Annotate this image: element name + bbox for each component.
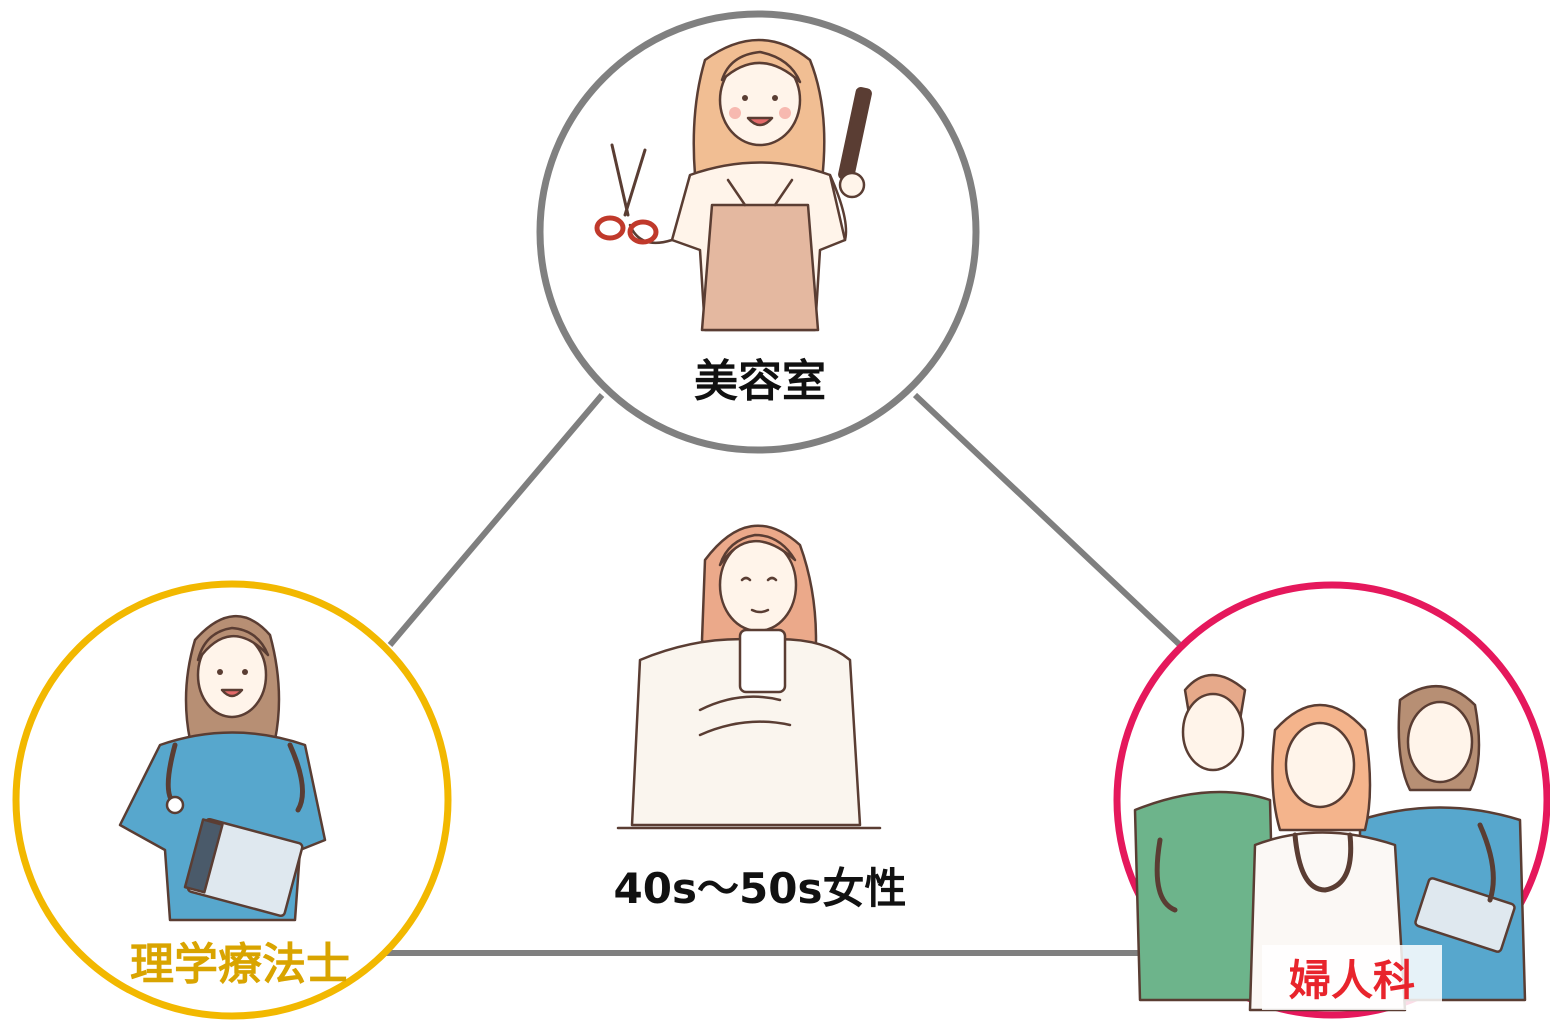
node-label-hairdresser: 美容室 [694,356,826,407]
folder-icon [1414,877,1516,953]
scissors-icon [594,143,659,245]
hairdresser-illustration [594,38,872,332]
node-hairdresser [536,10,980,454]
connector-lines [385,392,1183,956]
therapist-illustration [118,614,327,922]
node-label-physical-therapist: 理学療法士 [130,939,350,990]
node-label-gynecology: 婦人科 [1262,945,1442,1010]
center-woman-illustration [616,524,882,830]
node-physical-therapist [12,580,452,1020]
connector-top-right [912,392,1183,648]
center-label: 40s〜50s女性 [613,864,907,913]
connector-top-left [387,393,605,647]
cup-icon [738,628,787,694]
